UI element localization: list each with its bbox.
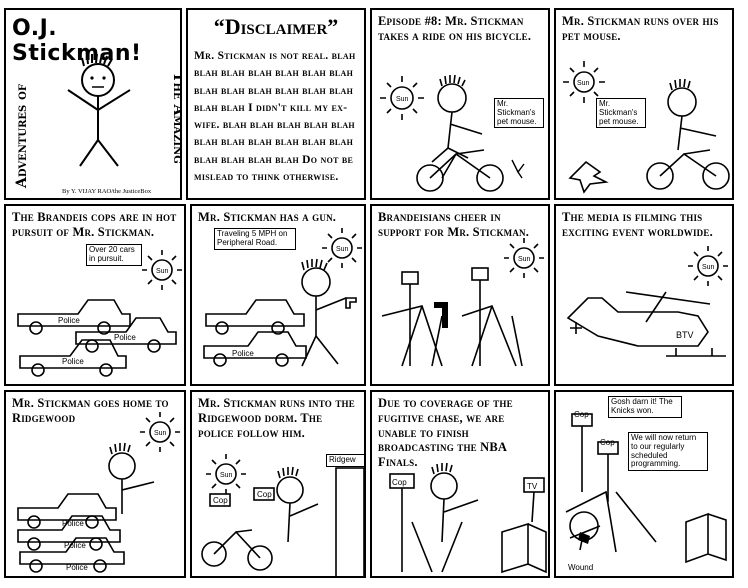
cop-text: Cop bbox=[257, 490, 272, 499]
programming-bubble: We will now return to our regularly sche… bbox=[628, 432, 708, 472]
gun-scene: Sun Police bbox=[203, 228, 362, 367]
tv-text: TV bbox=[527, 482, 538, 491]
panel-runs-over-mouse: Mr. Stickman runs over his pet mouse. Su… bbox=[554, 8, 734, 200]
mouse-label: Mr. Stickman's pet mouse. bbox=[596, 98, 646, 129]
panel-brandeisians-cheer: Brandeisians cheer in support for Mr. St… bbox=[370, 204, 550, 386]
run-over-scene: Sun bbox=[563, 61, 730, 194]
home-scene: Sun Police Police Police bbox=[17, 412, 180, 573]
panel-cops-pursuit: The Brandeis cops are in hot pursuit of … bbox=[4, 204, 186, 386]
sun-text: Sun bbox=[396, 96, 409, 103]
panel-bicycle-ride: Episode #8: Mr. Stickman takes a ride on… bbox=[370, 8, 550, 200]
sun-text: Sun bbox=[336, 246, 349, 253]
police-text: Police bbox=[66, 563, 88, 572]
dorm-scene: Sun Cop Cop bbox=[201, 454, 364, 576]
panel-caption: Mr. Stickman runs over his pet mouse. bbox=[562, 14, 719, 43]
panel-caption: Mr. Stickman runs into the Ridgewood dor… bbox=[198, 396, 355, 440]
panel-goes-home: Mr. Stickman goes home to Ridgewood Sun … bbox=[4, 390, 186, 578]
panel-caption: The media is filming this exciting event… bbox=[562, 210, 713, 239]
sun-text: Sun bbox=[518, 256, 531, 263]
sun-text: Sun bbox=[577, 80, 590, 87]
mouse-label: Mr. Stickman's pet mouse. bbox=[494, 98, 544, 129]
police-cars-scene: Sun Police Police Police bbox=[17, 250, 182, 377]
disclaimer-body: Mr. Stickman is not real. blah blah blah… bbox=[194, 50, 356, 183]
police-text: Police bbox=[62, 519, 84, 528]
traveling-label: Traveling 5 MPH on Peripheral Road. bbox=[214, 228, 296, 250]
stickman-figure bbox=[67, 53, 131, 167]
sun-text: Sun bbox=[156, 268, 169, 275]
cop-text: Cop bbox=[600, 438, 615, 447]
tv-scene: Cop TV bbox=[389, 462, 547, 574]
panel-caption: Brandeisians cheer in support for Mr. St… bbox=[378, 210, 530, 239]
sun-text: Sun bbox=[154, 430, 167, 437]
ridgewood-sign: Ridgew bbox=[326, 454, 364, 467]
police-text: Police bbox=[58, 316, 80, 325]
pursuit-label: Over 20 cars in pursuit. bbox=[86, 244, 142, 266]
knicks-bubble: Gosh darn it! The Knicks won. bbox=[608, 396, 682, 418]
btv-text: BTV bbox=[676, 330, 694, 340]
panel-media-filming: The media is filming this exciting event… bbox=[554, 204, 734, 386]
bicycle-scene: Sun bbox=[380, 74, 525, 192]
cop-text: Cop bbox=[392, 478, 407, 487]
panel-has-gun: Mr. Stickman has a gun. Traveling 5 MPH … bbox=[190, 204, 366, 386]
disclaimer-title: “Disclaimer” bbox=[213, 14, 339, 39]
wound-scene: Cop Cop Wound bbox=[565, 410, 727, 572]
panel-caption: Episode #8: Mr. Stickman takes a ride on… bbox=[378, 14, 532, 43]
comic-title: O.J. Stickman! bbox=[12, 16, 142, 66]
disclaimer-panel: “Disclaimer” Mr. Stickman is not real. b… bbox=[186, 8, 366, 200]
police-text: Police bbox=[232, 349, 254, 358]
police-text: Police bbox=[64, 541, 86, 550]
police-text: Police bbox=[62, 357, 84, 366]
author-credit: By Y. VIJAY RAO/the JusticeBox bbox=[62, 188, 152, 195]
police-text: Police bbox=[114, 333, 136, 342]
crowd-scene: Sun bbox=[381, 238, 544, 367]
title-panel: O.J. Stickman! Adventures of The Amazing… bbox=[4, 8, 182, 200]
panel-nba-finals: Due to coverage of the fugitive chase, w… bbox=[370, 390, 550, 578]
panel-knicks-won: Gosh darn it! The Knicks won. We will no… bbox=[554, 390, 734, 578]
panel-caption: Mr. Stickman has a gun. bbox=[198, 210, 337, 224]
wound-text: Wound bbox=[568, 563, 593, 572]
cop-text: Cop bbox=[213, 496, 228, 505]
sun-text: Sun bbox=[702, 264, 715, 271]
panel-caption: Mr. Stickman goes home to Ridgewood bbox=[12, 396, 169, 425]
panel-caption: The Brandeis cops are in hot pursuit of … bbox=[12, 210, 177, 239]
sun-text: Sun bbox=[220, 472, 233, 479]
helicopter-scene: Sun BTV bbox=[566, 246, 728, 357]
panel-caption: Due to coverage of the fugitive chase, w… bbox=[378, 396, 513, 469]
panel-ridgewood-dorm: Mr. Stickman runs into the Ridgewood dor… bbox=[190, 390, 366, 578]
cop-text: Cop bbox=[574, 410, 589, 419]
